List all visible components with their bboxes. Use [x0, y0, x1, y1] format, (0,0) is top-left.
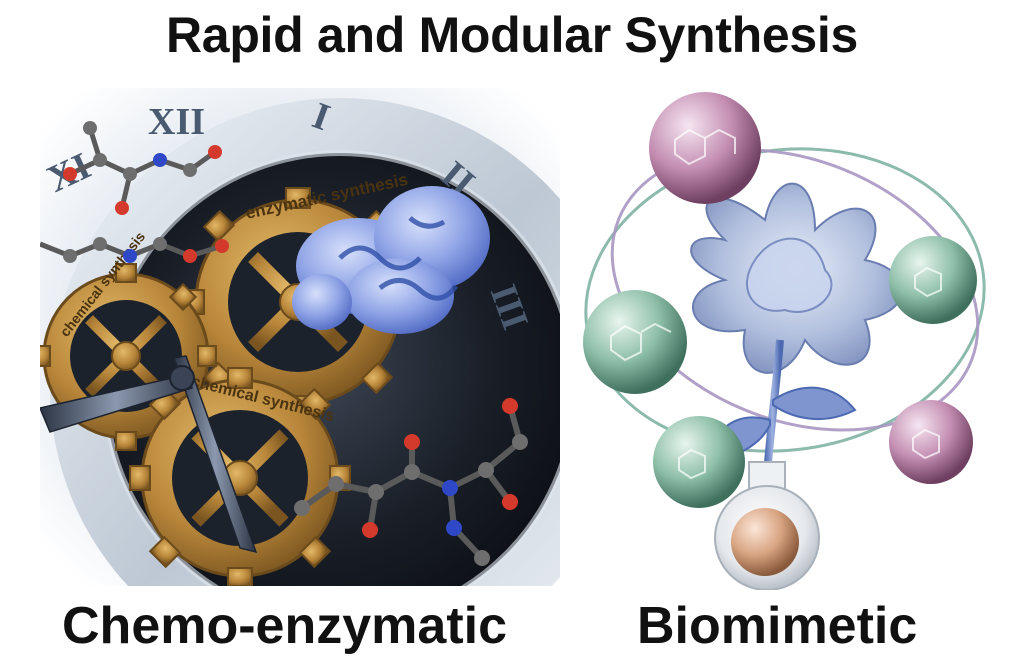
- sphere-green-right: [889, 236, 977, 324]
- biomimetic-illustration: [565, 80, 1005, 590]
- numeral-xii: XII: [148, 101, 205, 143]
- sphere-pink-right: [889, 400, 973, 484]
- enzyme-protein: [292, 186, 490, 334]
- figure-title: Rapid and Modular Synthesis: [166, 7, 858, 63]
- sphere-green-bottom: [653, 416, 745, 508]
- biomimetic-caption: Biomimetic: [637, 597, 918, 655]
- sphere-green-left: [583, 290, 687, 394]
- sphere-pink-top: [649, 92, 761, 204]
- chemo-enzymatic-illustration: XII I II III XI: [40, 88, 560, 586]
- round-bottom-flask: [714, 461, 820, 590]
- molecule-bottom-right: [294, 398, 528, 566]
- clock-hands: [40, 355, 258, 554]
- chemo-enzymatic-caption: Chemo-enzymatic: [62, 597, 507, 655]
- molecule-mid-left: [40, 237, 229, 263]
- molecule-top-left: [63, 121, 222, 215]
